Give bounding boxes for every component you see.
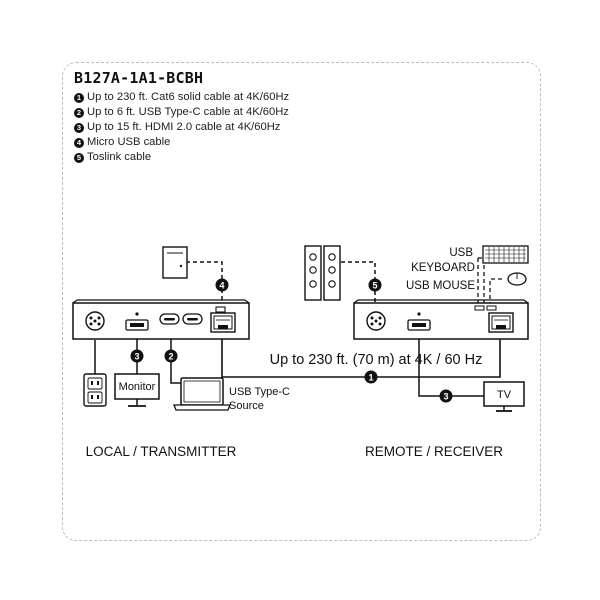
usb-keyboard-cable xyxy=(477,257,485,303)
monitor-label: Monitor xyxy=(119,381,156,393)
transmitter-unit xyxy=(72,299,250,340)
pc-tower-icon xyxy=(162,246,188,279)
keyboard-label: KEYBOARD xyxy=(411,262,475,274)
cable-run-label: Up to 230 ft. (70 m) at 4K / 60 Hz xyxy=(270,352,483,368)
usbc-ports xyxy=(159,313,203,325)
power-port xyxy=(85,311,105,331)
receiver-unit xyxy=(353,299,529,340)
usb-label: USB xyxy=(449,247,473,259)
svg-text:5: 5 xyxy=(372,281,377,291)
toslink-port xyxy=(366,311,386,331)
usbc-source-label: Source xyxy=(229,400,264,412)
legend-number: 2 xyxy=(74,107,84,118)
hdmi-port-local xyxy=(125,319,149,331)
tv-label: TV xyxy=(497,389,512,401)
status-led xyxy=(135,312,139,316)
tv-icon xyxy=(483,381,525,412)
hdmi-cable-remote xyxy=(418,331,484,397)
legend-text: Up to 230 ft. Cat6 solid cable at 4K/60H… xyxy=(87,91,290,103)
usb-mouse-cable xyxy=(489,278,502,303)
laptop-icon xyxy=(173,377,231,411)
mouse-icon xyxy=(507,272,527,286)
legend-number: 3 xyxy=(74,122,84,133)
cat6-cable xyxy=(221,333,501,378)
rj45-port-remote xyxy=(488,312,514,333)
legend-number: 4 xyxy=(74,137,84,148)
keyboard-icon xyxy=(482,245,529,264)
remote-section-label: REMOTE / RECEIVER xyxy=(365,444,503,459)
svg-text:3: 3 xyxy=(134,352,139,362)
micro-usb-port xyxy=(215,306,226,313)
svg-text:3: 3 xyxy=(443,392,448,402)
badge-5: 5 xyxy=(368,278,382,292)
speakers-icon xyxy=(304,245,341,301)
hdmi-port-remote xyxy=(407,319,431,331)
badge-4: 4 xyxy=(215,278,229,292)
legend-text: Up to 15 ft. HDMI 2.0 cable at 4K/60Hz xyxy=(87,121,281,133)
local-section-label: LOCAL / TRANSMITTER xyxy=(86,444,237,459)
badge-3-local: 3 xyxy=(130,349,144,363)
usbc-cable xyxy=(170,325,181,384)
svg-text:1: 1 xyxy=(368,373,373,383)
badge-3-remote: 3 xyxy=(439,389,453,403)
svg-text:2: 2 xyxy=(168,352,173,362)
badge-2: 2 xyxy=(164,349,178,363)
diagram-frame xyxy=(62,62,541,541)
rj45-port-local xyxy=(210,312,236,333)
monitor-icon xyxy=(114,373,160,407)
legend-text: Up to 6 ft. USB Type-C cable at 4K/60Hz xyxy=(87,106,289,118)
model-number: B127A-1A1-BCBH xyxy=(74,69,204,87)
svg-text:4: 4 xyxy=(219,281,224,291)
power-outlet-icon xyxy=(83,373,107,407)
status-led xyxy=(417,312,421,316)
usb-ports-remote xyxy=(474,305,497,311)
badge-1: 1 xyxy=(364,370,378,384)
legend-number: 1 xyxy=(74,92,84,103)
usb-mouse-label: USB MOUSE xyxy=(406,280,475,292)
legend-number: 5 xyxy=(74,152,84,163)
usbc-source-label: USB Type-C xyxy=(229,386,290,398)
legend-text: Micro USB cable xyxy=(87,136,171,148)
legend-text: Toslink cable xyxy=(87,151,152,163)
